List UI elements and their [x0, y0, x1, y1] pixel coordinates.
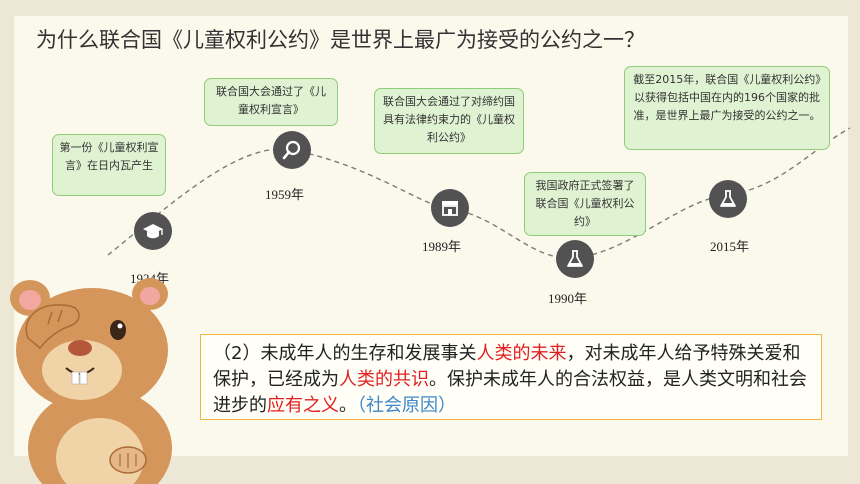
highlight-text: 应有之义: [267, 395, 339, 416]
timeline-note-1990: 我国政府正式签署了联合国《儿童权利公约》: [524, 172, 646, 236]
highlight-text: 人类的共识: [339, 369, 429, 390]
explanation-text: ，对未成年人给予特殊关爱和保护，已经成为: [213, 343, 801, 390]
explanation-text: 。: [339, 395, 357, 416]
reason-tag: （社会原因）: [357, 395, 456, 416]
explanation-text: 。保护未成年人的合法权益，是人类文明和社会进步的: [213, 369, 807, 416]
year-label-1959: 1959年: [265, 187, 305, 202]
page-title: 为什么联合国《儿童权利公约》是世界上最广为接受的公约之一？: [36, 28, 645, 52]
year-label-2015: 2015年: [710, 239, 750, 254]
timeline-note-1989: 联合国大会通过了对缔约国具有法律约束力的《儿童权利公约》: [374, 88, 524, 154]
flask-icon: [556, 240, 594, 278]
timeline-note-1924: 第一份《儿童权利宣言》在日内瓦产生: [52, 134, 166, 196]
graduation-cap-icon: [134, 212, 172, 250]
timeline-note-1959: 联合国大会通过了《儿童权利宣言》: [204, 78, 338, 126]
year-label-1989: 1989年: [422, 239, 462, 254]
flask-icon: [709, 180, 747, 218]
highlight-text: 人类的未来: [476, 343, 567, 364]
explanation-text: （2）未成年人的生存和发展事关: [213, 343, 477, 364]
hamster-mascot-illustration: [10, 278, 172, 484]
explanation-box: （2）未成年人的生存和发展事关人类的未来，对未成年人给予特殊关爱和保护，已经成为…: [200, 334, 822, 420]
magnifier-icon: [273, 131, 311, 169]
year-label-1990: 1990年: [548, 291, 588, 306]
timeline-note-2015: 截至2015年，联合国《儿童权利公约》以获得包括中国在内的196个国家的批准，是…: [624, 66, 830, 150]
building-icon: [431, 189, 469, 227]
